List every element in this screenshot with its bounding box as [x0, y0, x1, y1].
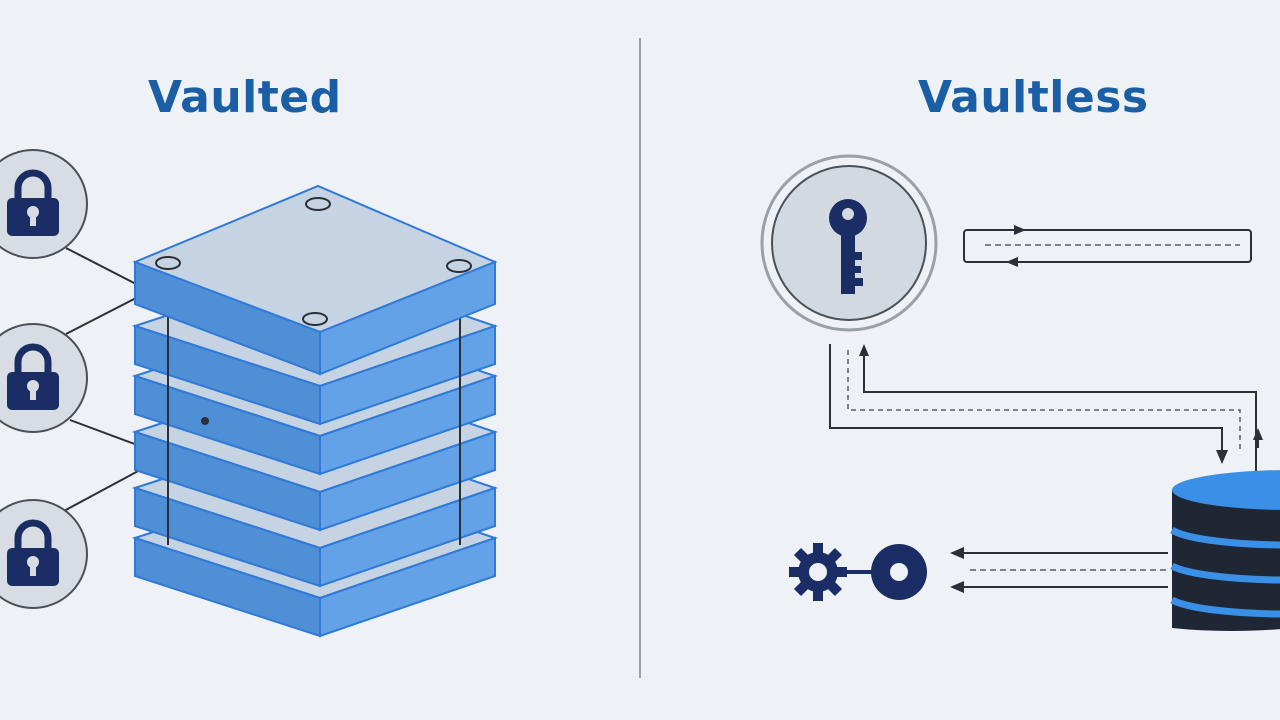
lock-node-3: [0, 499, 88, 609]
vault-pillars: [167, 310, 461, 545]
gear-icon: [789, 543, 847, 601]
token-ring-icon: [871, 544, 927, 600]
lock-node-1: [0, 149, 88, 259]
database-icon: [1170, 470, 1280, 631]
token-generator: [789, 543, 927, 601]
key-to-database-flow: [829, 344, 1263, 480]
key-exchange-arrows: [963, 225, 1252, 267]
vault-stack: [131, 184, 499, 638]
lock-node-2: [0, 323, 88, 433]
database-to-token-arrows: [950, 547, 1168, 593]
key-node: [760, 154, 938, 332]
vault-slab-top: [132, 184, 498, 376]
vaulted-title: Vaulted: [148, 72, 342, 123]
lock-icon: [7, 343, 59, 410]
lock-icon: [7, 519, 59, 586]
lock-icon: [7, 169, 59, 236]
vaultless-title: Vaultless: [918, 72, 1149, 123]
key-icon: [829, 199, 867, 294]
